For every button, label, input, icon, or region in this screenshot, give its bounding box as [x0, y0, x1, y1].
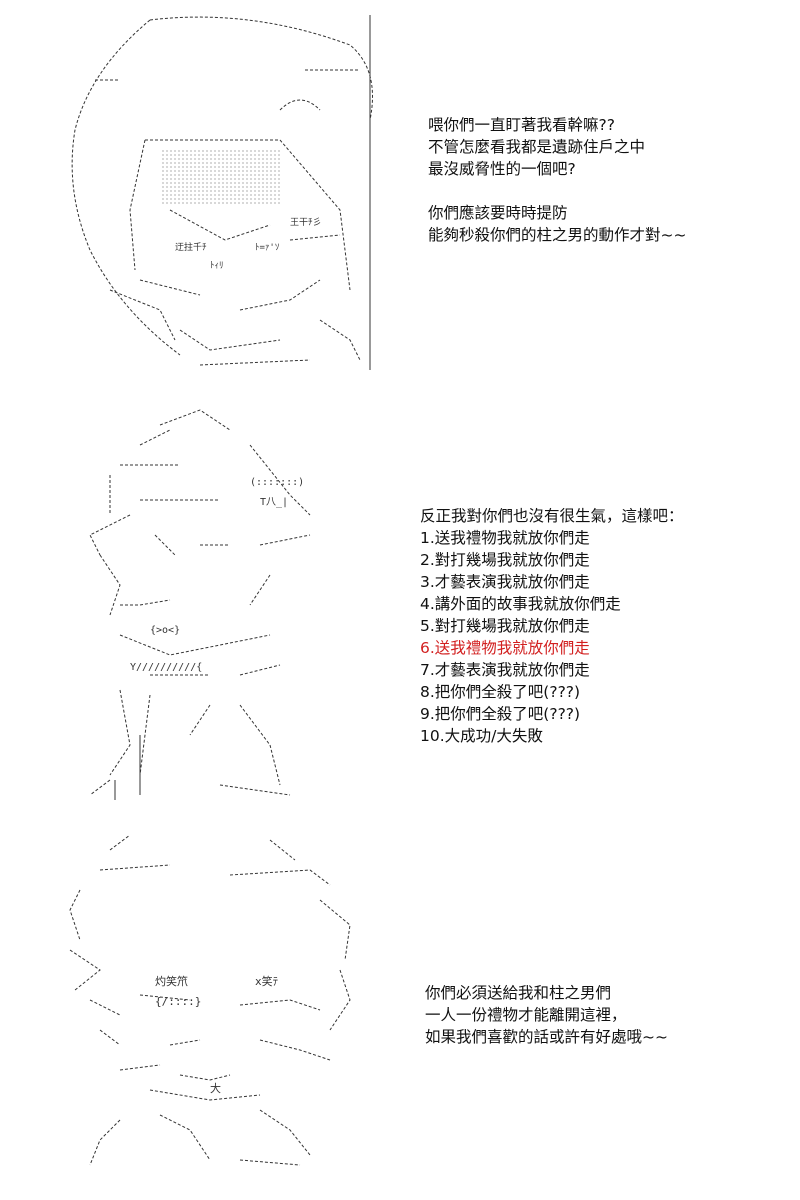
art-label: Y//////////{: [130, 662, 202, 673]
option-line: 1.送我禮物我就放你們走: [420, 529, 590, 547]
art-label: 灼笑笊: [155, 974, 188, 988]
art-label: ﾄｨﾘ: [210, 261, 224, 271]
panel-cloaked-character: (:::::::) T八_| {>o<} Y//////////{ 反正我對你們…: [0, 395, 800, 820]
art-label: {/::::}: [155, 995, 201, 1008]
option-line-highlighted: 6.送我禮物我就放你們走: [420, 639, 590, 657]
option-line: 5.對打幾場我就放你們走: [420, 617, 590, 635]
options-text: 反正我對你們也沒有很生氣，這樣吧： 1.送我禮物我就放你們走 2.對打幾場我就放…: [420, 505, 684, 747]
art-label: 大: [210, 1081, 221, 1095]
hooded-character-drawing: 王干ﾁ彡 迂拄千ﾁ ﾄ=ｧ'ｿ ﾄｨﾘ: [71, 15, 373, 370]
option-line: 9.把你們全殺了吧(???): [420, 705, 581, 723]
dialogue-line: 能夠秒殺你們的柱之男的動作才對~~: [428, 226, 687, 244]
art-label: 迂拄千ﾁ: [175, 241, 207, 253]
dialogue-line: 最沒威脅性的一個吧?: [428, 160, 576, 178]
art-label: x笑ﾃ: [255, 974, 278, 988]
dialogue-line: 不管怎麼看我都是遺跡住戶之中: [428, 138, 646, 156]
dialogue-line: 一人一份禮物才能離開這裡，: [425, 1006, 627, 1024]
art-label: (:::::::): [250, 477, 304, 488]
panel-smiling-character: 灼笑笊 x笑ﾃ {/::::} 大 你們必須送給我和柱之男們 一人一份禮物才能離…: [0, 820, 800, 1200]
art-label: ﾄ=ｧ'ｿ: [255, 243, 280, 253]
blank-line: [428, 180, 686, 202]
art-label: 王干ﾁ彡: [290, 217, 322, 228]
option-line: 4.講外面的故事我就放你們走: [420, 595, 621, 613]
panel-hooded-character: 王干ﾁ彡 迂拄千ﾁ ﾄ=ｧ'ｿ ﾄｨﾘ 喂你們一直盯著我看幹嘛?? 不管怎麼看我…: [0, 0, 800, 390]
cloaked-character-ascii-art: (:::::::) T八_| {>o<} Y//////////{: [80, 405, 330, 805]
smiling-character-ascii-art: 灼笑笊 x笑ﾃ {/::::} 大: [60, 830, 360, 1175]
intro-line: 反正我對你們也沒有很生氣，這樣吧：: [420, 507, 684, 525]
art-label: T八_|: [260, 497, 288, 508]
dialogue-text: 喂你們一直盯著我看幹嘛?? 不管怎麼看我都是遺跡住戶之中 最沒威脅性的一個吧? …: [428, 114, 686, 246]
cloaked-character-drawing: (:::::::) T八_| {>o<} Y//////////{: [89, 409, 311, 800]
option-line: 2.對打幾場我就放你們走: [420, 551, 590, 569]
option-line: 7.才藝表演我就放你們走: [420, 661, 590, 679]
dialogue-line: 喂你們一直盯著我看幹嘛??: [428, 116, 615, 134]
art-label: {>o<}: [150, 625, 180, 636]
dialogue-line: 你們必須送給我和柱之男們: [425, 984, 612, 1002]
dialogue-line: 如果我們喜歡的話或許有好處哦~~: [425, 1028, 668, 1046]
option-line: 8.把你們全殺了吧(???): [420, 683, 581, 701]
dialogue-line: 你們應該要時時提防: [428, 204, 568, 222]
option-line: 10.大成功/大失敗: [420, 727, 543, 745]
dialogue-text: 你們必須送給我和柱之男們 一人一份禮物才能離開這裡， 如果我們喜歡的話或許有好處…: [425, 982, 668, 1048]
smiling-character-drawing: 灼笑笊 x笑ﾃ {/::::} 大: [69, 834, 351, 1166]
option-line: 3.才藝表演我就放你們走: [420, 573, 590, 591]
hooded-character-ascii-art: 王干ﾁ彡 迂拄千ﾁ ﾄ=ｧ'ｿ ﾄｨﾘ: [50, 10, 380, 375]
